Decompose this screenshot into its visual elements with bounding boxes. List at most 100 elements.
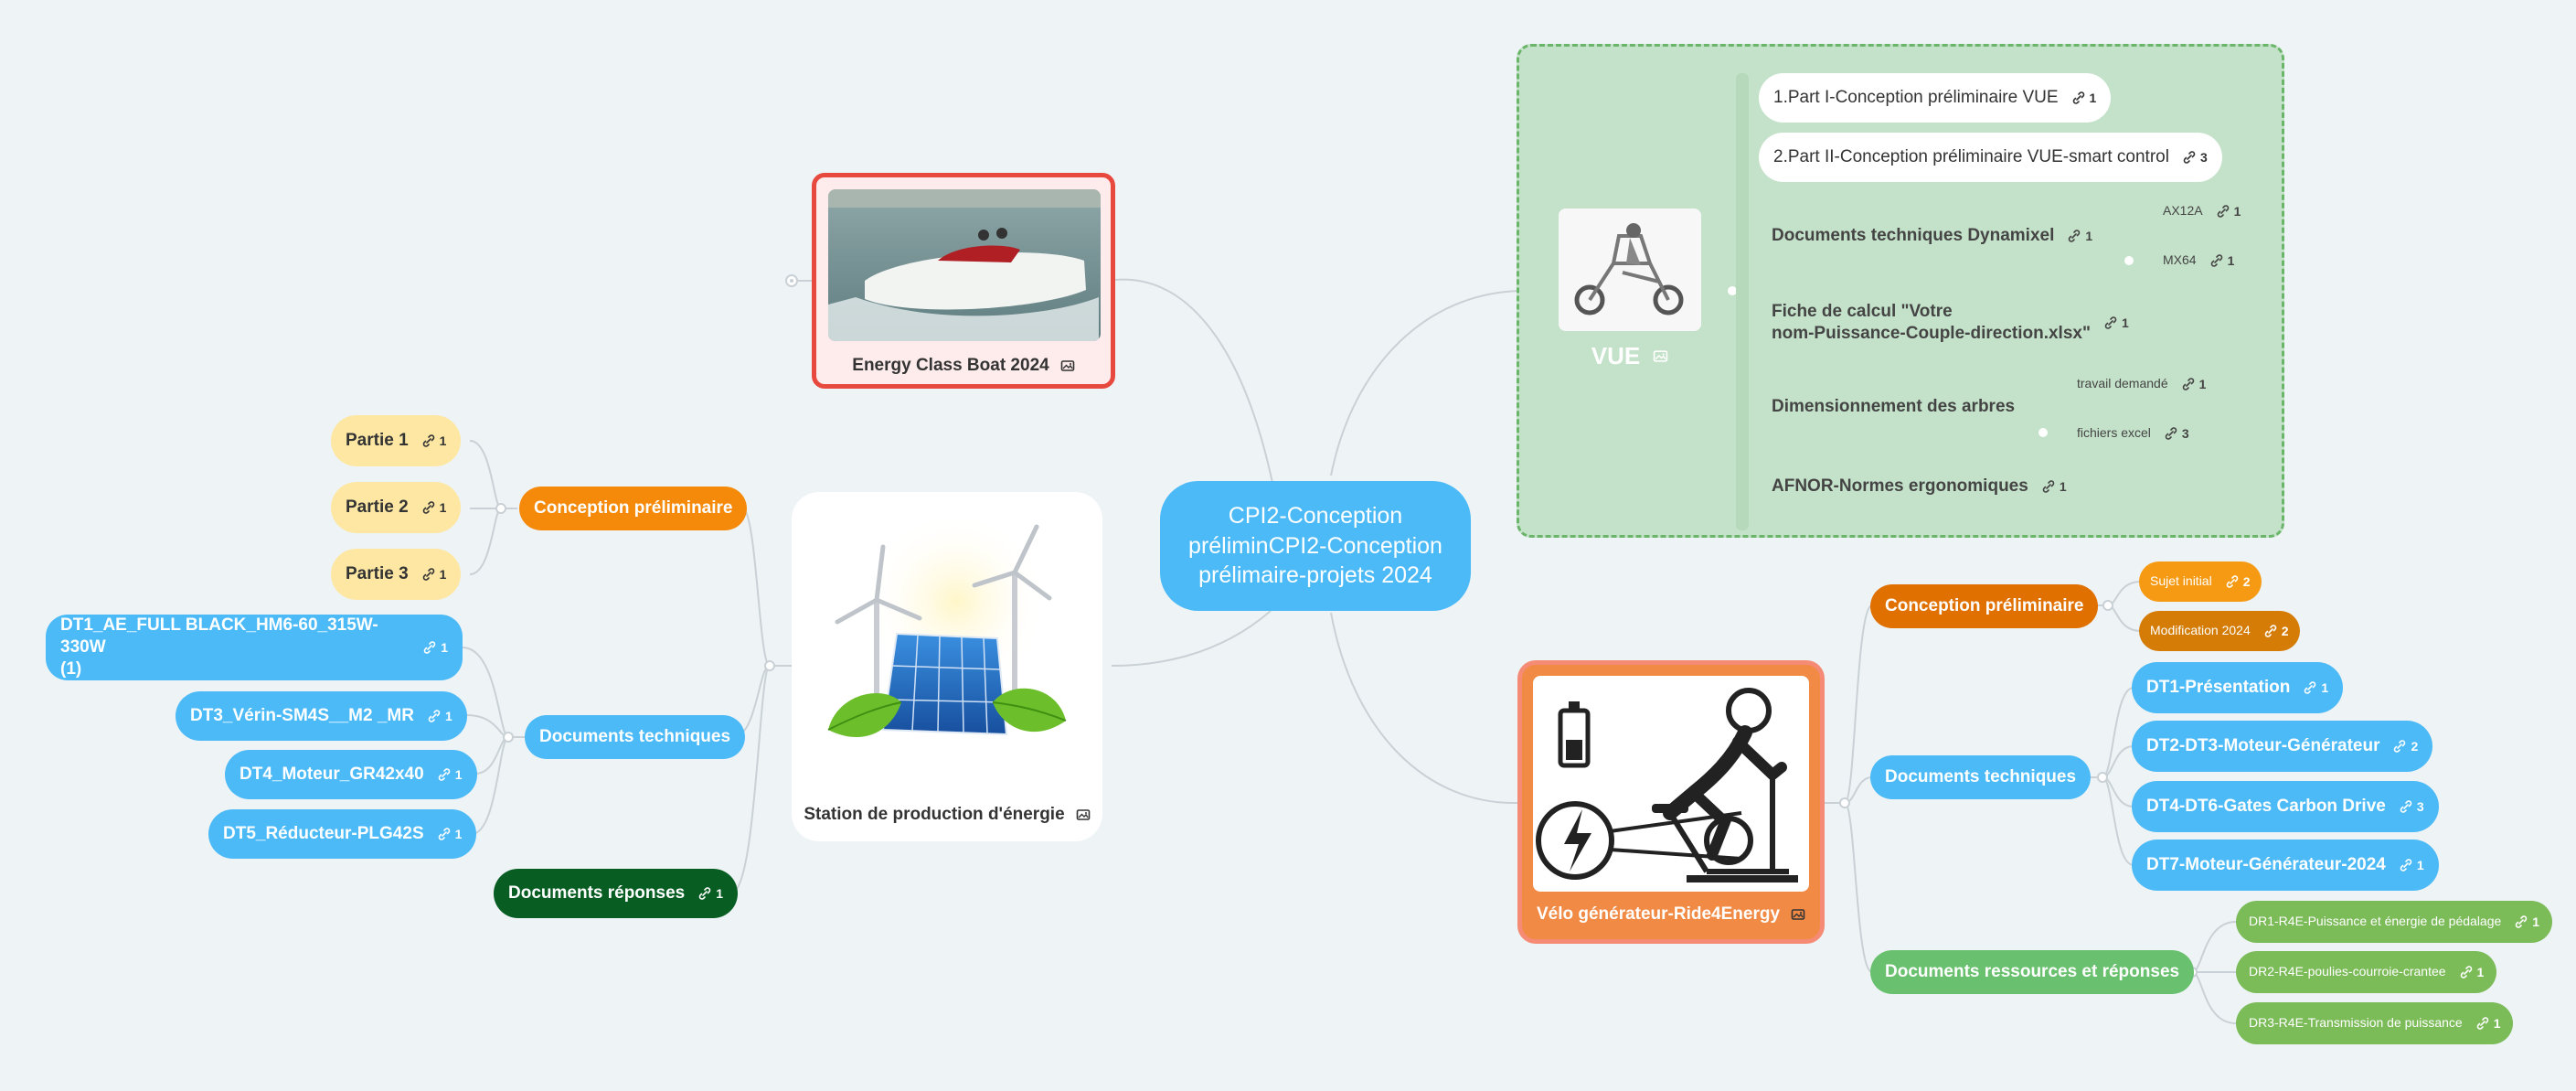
paperclip-icon — [2400, 859, 2412, 872]
arbres-branch-dot — [2038, 428, 2048, 437]
energy-caption: Station de production d'énergie — [792, 805, 1102, 825]
attachment-indicator: 1 — [2399, 858, 2424, 872]
paperclip-icon — [422, 434, 434, 447]
attachment-indicator: 1 — [2514, 915, 2539, 929]
attachment-indicator: 1 — [422, 640, 448, 655]
paperclip-icon — [2226, 575, 2238, 588]
paperclip-icon — [2042, 480, 2055, 493]
paperclip-icon — [422, 568, 434, 581]
velo-documents-techniques[interactable]: Documents techniques — [1870, 755, 2092, 799]
paperclip-icon — [2516, 915, 2528, 928]
image-icon — [1791, 909, 1805, 920]
velo-documents-ressources[interactable]: Documents ressources et réponses — [1870, 950, 2195, 994]
paperclip-icon — [2165, 427, 2177, 440]
boat-image — [828, 189, 1101, 341]
attachment-indicator: 1 — [2216, 204, 2241, 219]
attachment-indicator: 1 — [697, 886, 723, 901]
paperclip-icon — [2104, 316, 2117, 329]
paperclip-icon — [2217, 205, 2229, 218]
vue-dimensionnement-arbres[interactable]: Dimensionnement des arbres — [1772, 397, 2016, 417]
left-documents-techniques[interactable]: Documents techniques — [525, 715, 746, 759]
paperclip-icon — [698, 887, 711, 900]
attachment-indicator: 1 — [2041, 479, 2067, 494]
left-conception-preliminaire[interactable]: Conception préliminaire — [519, 487, 748, 530]
energy-class-boat-card[interactable]: Energy Class Boat 2024 — [812, 173, 1115, 389]
boat-caption: Energy Class Boat 2024 — [816, 356, 1111, 376]
paperclip-icon — [438, 828, 450, 840]
velo-caption: Vélo générateur-Ride4Energy — [1522, 904, 1820, 925]
dt1-ae-full-black[interactable]: DT1_AE_FULL BLACK_HM6-60_315W-330W (1)1 — [46, 615, 463, 680]
attachment-indicator: 1 — [437, 767, 463, 782]
paperclip-icon — [2460, 966, 2472, 979]
solar-wind-image — [827, 519, 1067, 738]
attachment-indicator: 3 — [2182, 150, 2208, 165]
velo-conception-preliminaire[interactable]: Conception préliminaire — [1870, 584, 2099, 628]
image-icon — [1653, 350, 1668, 362]
attachment-indicator: 1 — [2103, 316, 2129, 330]
attachment-indicator: 3 — [2399, 799, 2424, 814]
attachment-indicator: 1 — [2181, 377, 2206, 391]
paperclip-icon — [2394, 740, 2406, 753]
image-icon — [1060, 360, 1075, 371]
attachment-indicator: 1 — [421, 567, 446, 582]
paperclip-icon — [2476, 1017, 2488, 1030]
attachment-indicator: 1 — [2475, 1016, 2500, 1031]
paperclip-icon — [2182, 378, 2194, 390]
vue-part-2[interactable]: 2.Part II-Conception préliminaire VUE-sm… — [1759, 133, 2222, 182]
dynamixel-branch-dot — [2124, 256, 2134, 265]
vue-children-connector — [1736, 73, 1749, 530]
vue-fiche-de-calcul[interactable]: Fiche de calcul "Votre nom-Puissance-Cou… — [1772, 302, 2129, 343]
attachment-indicator: 1 — [421, 500, 446, 515]
bike-generator-image — [1533, 676, 1809, 892]
root-topic[interactable]: CPI2-Conception préliminCPI2-Conception … — [1160, 481, 1471, 611]
attachment-indicator: 2 — [2263, 624, 2289, 638]
paperclip-icon — [2072, 91, 2084, 104]
velo-generateur-card[interactable]: Vélo générateur-Ride4Energy — [1517, 660, 1825, 944]
paperclip-icon — [2264, 625, 2277, 637]
attachment-indicator: 1 — [2459, 965, 2484, 979]
paperclip-icon — [2069, 230, 2081, 242]
paperclip-icon — [422, 501, 434, 514]
energy-station-card[interactable]: Station de production d'énergie — [792, 492, 1102, 841]
image-icon — [1076, 809, 1090, 820]
attachment-indicator: 1 — [2067, 229, 2092, 243]
vue-image-frame[interactable] — [1559, 209, 1701, 331]
attachment-indicator: 1 — [2209, 253, 2234, 268]
attachment-indicator: 1 — [2303, 680, 2328, 695]
paperclip-icon — [2305, 681, 2316, 694]
vue-caption: VUE — [1554, 342, 1706, 370]
vue-branch-dot — [1728, 286, 1737, 295]
attachment-indicator: 1 — [437, 827, 462, 841]
attachment-indicator: 3 — [2164, 426, 2189, 441]
velo-dr1[interactable]: DR1-R4E-Puissance et énergie de pédalage… — [2236, 901, 2553, 943]
paperclip-icon — [438, 768, 450, 781]
paperclip-icon — [2400, 800, 2412, 813]
paperclip-icon — [423, 641, 436, 654]
attachment-indicator: 1 — [2071, 91, 2096, 105]
attachment-indicator: 2 — [2225, 574, 2251, 589]
attachment-indicator: 1 — [427, 709, 452, 723]
